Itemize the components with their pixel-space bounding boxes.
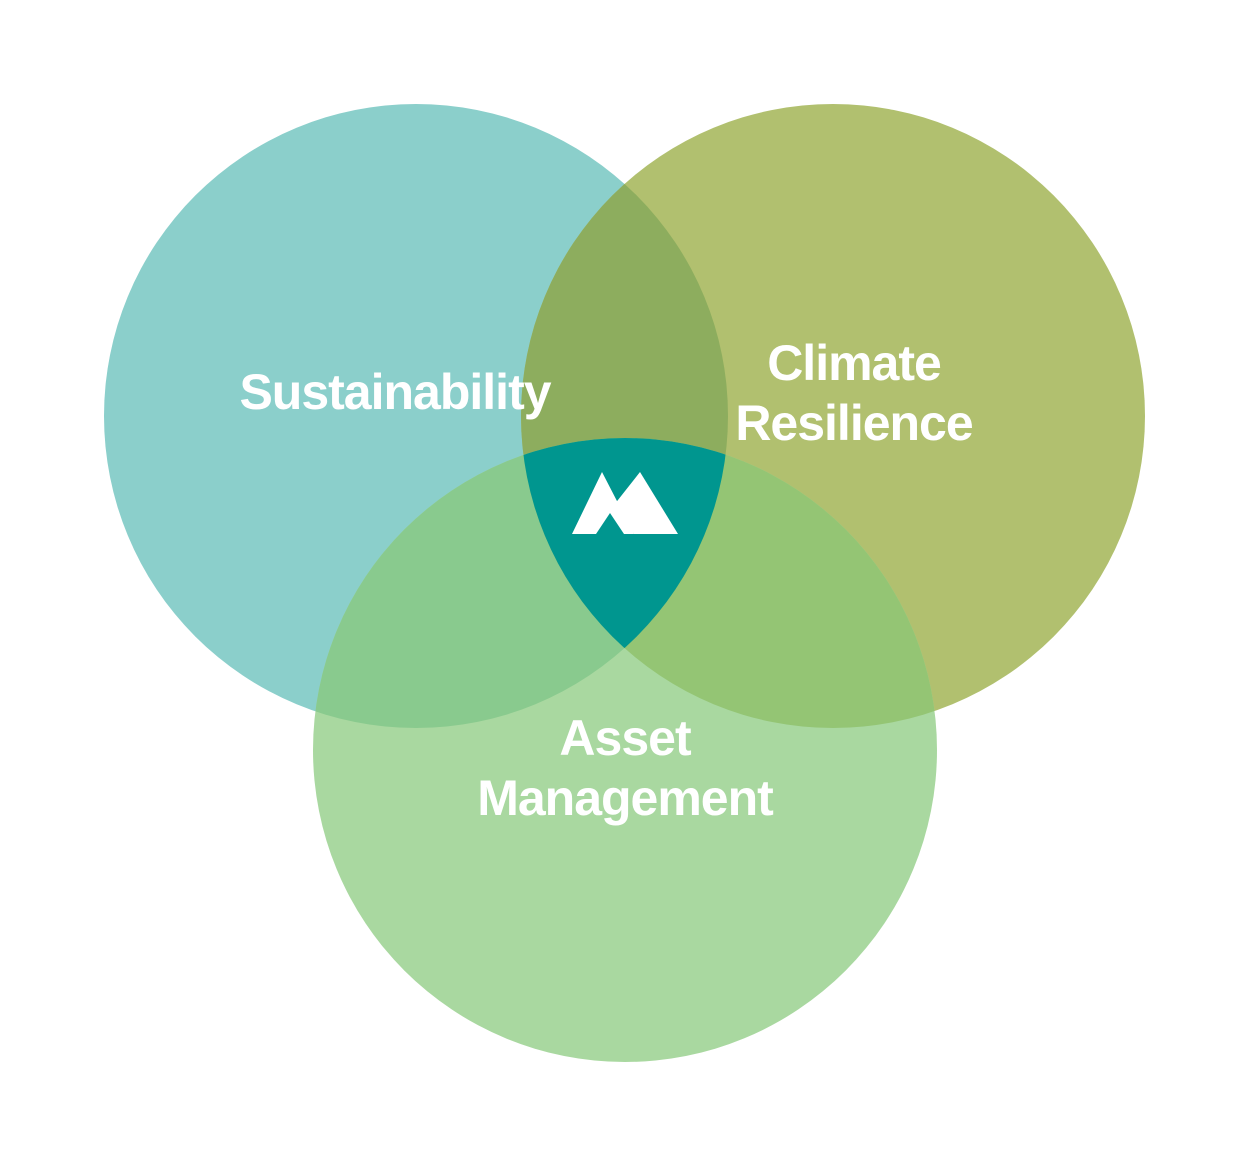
climate-resilience-label-line2: Resilience: [735, 395, 973, 451]
logo-left-peak: [572, 472, 634, 534]
climate-resilience-label-line1: Climate: [767, 335, 941, 391]
asset-management-label-line2: Management: [477, 770, 774, 826]
overlap-climate-asset: [521, 438, 937, 728]
logo-right-peak: [614, 472, 678, 534]
overlap-sustainability-asset: [313, 438, 728, 728]
sustainability-label: Sustainability: [239, 364, 551, 420]
mountain-m-logo: [572, 472, 678, 534]
asset-management-label-line1: Asset: [559, 710, 692, 766]
